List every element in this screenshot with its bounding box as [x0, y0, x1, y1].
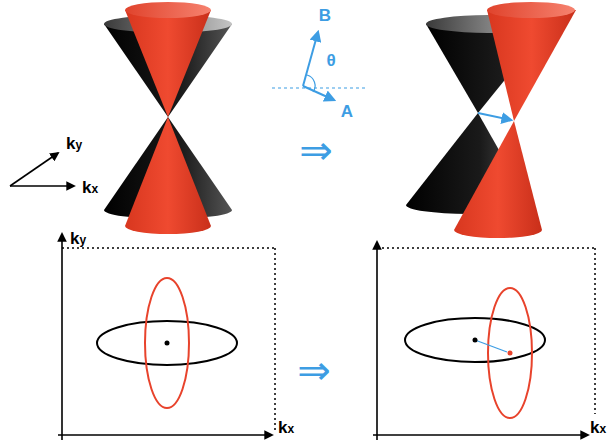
transition-arrow: ⇒	[299, 130, 333, 170]
axis-glyph	[10, 153, 74, 186]
angle-label: θ	[326, 52, 335, 69]
fermi-surface-right	[373, 242, 595, 440]
cone-pair-left	[104, 2, 232, 234]
axis-label: ky	[70, 230, 86, 247]
axis-label: kx	[590, 419, 606, 436]
vector-icon	[272, 32, 368, 100]
axis-label: kx	[278, 419, 294, 436]
transition-arrow: ⇒	[297, 350, 331, 390]
fermi-surface-left	[58, 234, 275, 440]
axis-label: ky	[66, 135, 82, 152]
vector-label: A	[341, 103, 353, 120]
vector-label: B	[319, 7, 331, 24]
axis-label: kx	[82, 179, 98, 196]
cone-pair-right	[406, 2, 576, 238]
